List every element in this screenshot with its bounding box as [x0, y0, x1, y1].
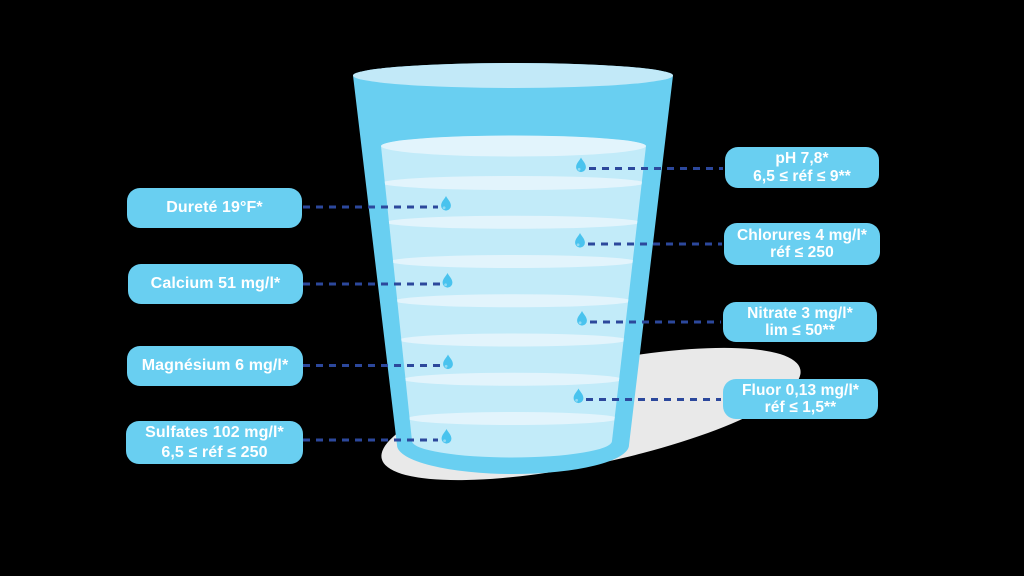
drop-icon-sulfates — [441, 429, 452, 444]
water — [381, 135, 646, 458]
drop-icon-calcium — [442, 273, 453, 288]
label-nitrate-line1: Nitrate 3 mg/l* — [747, 304, 853, 322]
label-chlorures-line2: réf ≤ 250 — [770, 244, 834, 261]
label-ph-line1: pH 7,8* — [775, 150, 829, 167]
water-wave-band — [407, 412, 619, 425]
drop-icon-durete — [441, 196, 451, 211]
label-durete-line1: Dureté 19°F* — [166, 199, 263, 217]
drop-icon-chlorures — [575, 233, 585, 248]
drop-icon-magnesium — [443, 354, 453, 370]
drop-icon-nitrate — [577, 311, 587, 326]
label-calcium-line1: Calcium 51 mg/l* — [150, 275, 281, 293]
droplet-markers — [441, 157, 587, 444]
label-chlorures: Chlorures 4 mg/l*réf ≤ 250 — [724, 223, 880, 265]
label-durete: Dureté 19°F* — [127, 188, 302, 228]
water-wave-band — [403, 372, 623, 386]
label-sulfates-line1: Sulfates 102 mg/l* — [145, 424, 284, 441]
water-wave-band — [394, 294, 632, 308]
label-ph-line2: 6,5 ≤ réf ≤ 9** — [753, 167, 851, 185]
glass-rim — [353, 63, 673, 88]
label-calcium: Calcium 51 mg/l* — [128, 264, 303, 304]
drop-icon-ph — [576, 157, 586, 173]
label-nitrate-line2: lim ≤ 50** — [765, 322, 835, 339]
water-wave-band — [390, 255, 636, 268]
label-fluor: Fluor 0,13 mg/l*réf ≤ 1,5** — [723, 379, 878, 419]
label-chlorures-line1: Chlorures 4 mg/l* — [736, 226, 868, 244]
water-surface — [381, 135, 646, 157]
connector-lines — [303, 167, 723, 442]
water-wave-band — [385, 215, 641, 229]
label-sulfates-line2: 6,5 ≤ réf ≤ 250 — [161, 443, 268, 461]
label-sulfates: Sulfates 102 mg/l* 6,5 ≤ réf ≤ 250 — [126, 421, 303, 464]
water-wave-band — [381, 176, 645, 190]
drop-icon-fluor — [573, 388, 584, 404]
label-nitrate: Nitrate 3 mg/l*lim ≤ 50** — [723, 302, 877, 342]
label-magnesium: Magnésium 6 mg/l* — [127, 346, 303, 386]
label-fluor-line1: Fluor 0,13 mg/l* — [741, 381, 860, 399]
label-magnesium-line1: Magnésium 6 mg/l* — [141, 357, 289, 375]
water-wave-band — [398, 333, 628, 347]
label-ph: pH 7,8*6,5 ≤ réf ≤ 9** — [725, 147, 879, 188]
label-fluor-line2: réf ≤ 1,5** — [764, 399, 837, 416]
